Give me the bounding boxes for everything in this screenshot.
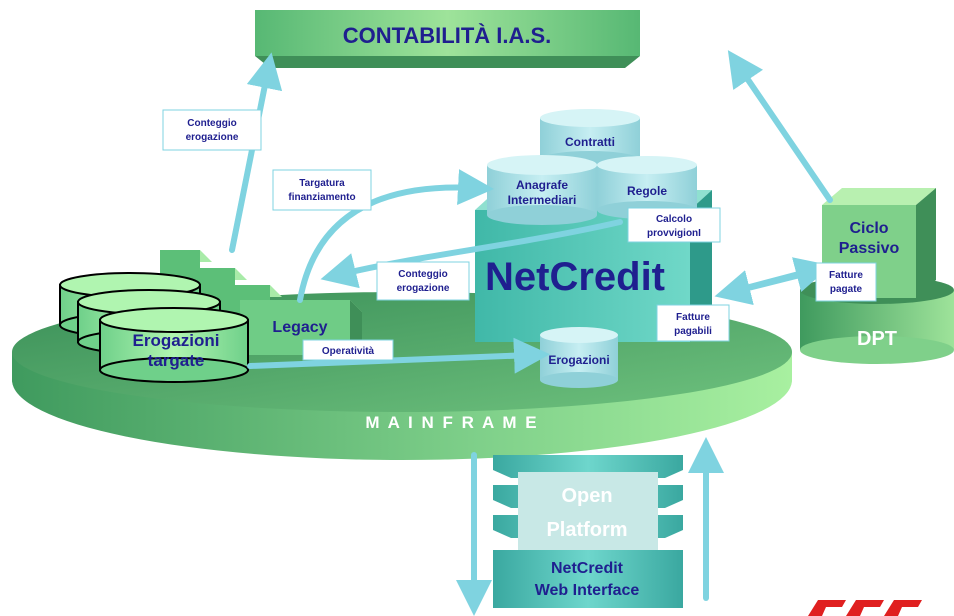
web-interface-line1: NetCredit bbox=[551, 560, 624, 577]
arrow-targatura bbox=[297, 169, 494, 303]
label-fatture-pagabili: Fatture pagabili bbox=[656, 304, 730, 342]
label-conteggio-mid: Conteggio erogazione bbox=[376, 261, 470, 301]
company-logo bbox=[808, 600, 922, 616]
svg-text:Calcolo: Calcolo bbox=[656, 214, 692, 225]
svg-text:Conteggio: Conteggio bbox=[398, 269, 447, 280]
erogazioni-targate-line2: targate bbox=[148, 351, 205, 370]
banner-title: CONTABILITÀ I.A.S. bbox=[343, 23, 552, 48]
svg-text:pagabili: pagabili bbox=[674, 326, 712, 337]
ciclo-line2: Passivo bbox=[839, 240, 900, 257]
arrow-legacy-to-contabilita bbox=[229, 52, 283, 253]
contratti-label: Contratti bbox=[565, 135, 615, 149]
db-erogazioni: Erogazioni bbox=[540, 327, 618, 388]
netcredit-title: NetCredit bbox=[485, 255, 665, 299]
svg-text:provvigionI: provvigionI bbox=[647, 228, 701, 239]
erogazioni-targate-line1: Erogazioni bbox=[133, 331, 220, 350]
svg-text:erogazione: erogazione bbox=[397, 283, 450, 294]
label-conteggio-top: Conteggio erogazione bbox=[162, 109, 262, 151]
anagrafe-line1: Anagrafe bbox=[516, 178, 568, 192]
arrow-ciclo-to-contabilita bbox=[727, 50, 833, 203]
mainframe-label: M A I N F R A M E bbox=[365, 413, 538, 432]
open-platform-line2: Platform bbox=[546, 519, 627, 541]
arrow-calcolo-conteggio bbox=[320, 219, 623, 289]
label-targatura: Targatura finanziamento bbox=[272, 169, 372, 211]
svg-text:erogazione: erogazione bbox=[186, 132, 239, 143]
open-platform-stack: Open Platform NetCredit Web Interface bbox=[493, 455, 683, 608]
anagrafe-line2: Intermediari bbox=[508, 193, 577, 207]
label-fatture-pagate: Fatture pagate bbox=[815, 262, 877, 302]
erogazioni-targate-stack: Erogazioni targate bbox=[59, 272, 249, 383]
svg-text:Fatture: Fatture bbox=[829, 270, 863, 281]
label-operativita: Operatività bbox=[302, 339, 394, 361]
arrow-fatture-in bbox=[714, 270, 811, 306]
svg-text:finanziamento: finanziamento bbox=[288, 192, 355, 203]
dpt-label: DPT bbox=[857, 328, 897, 350]
open-platform-line1: Open bbox=[561, 485, 612, 507]
svg-text:Fatture: Fatture bbox=[676, 312, 710, 323]
label-calcolo: Calcolo provvigionI bbox=[627, 207, 721, 243]
erogazioni-label: Erogazioni bbox=[548, 353, 609, 367]
svg-text:Conteggio: Conteggio bbox=[187, 118, 236, 129]
contabilita-banner: CONTABILITÀ I.A.S. bbox=[255, 10, 640, 68]
svg-text:Operatività: Operatività bbox=[322, 346, 375, 357]
regole-label: Regole bbox=[627, 184, 667, 198]
db-anagrafe: Anagrafe Intermediari bbox=[487, 155, 597, 225]
legacy-label: Legacy bbox=[272, 319, 327, 336]
svg-text:Targatura: Targatura bbox=[299, 178, 345, 189]
ciclo-line1: Ciclo bbox=[849, 220, 888, 237]
web-interface-line2: Web Interface bbox=[535, 582, 640, 599]
svg-text:pagate: pagate bbox=[830, 284, 863, 295]
